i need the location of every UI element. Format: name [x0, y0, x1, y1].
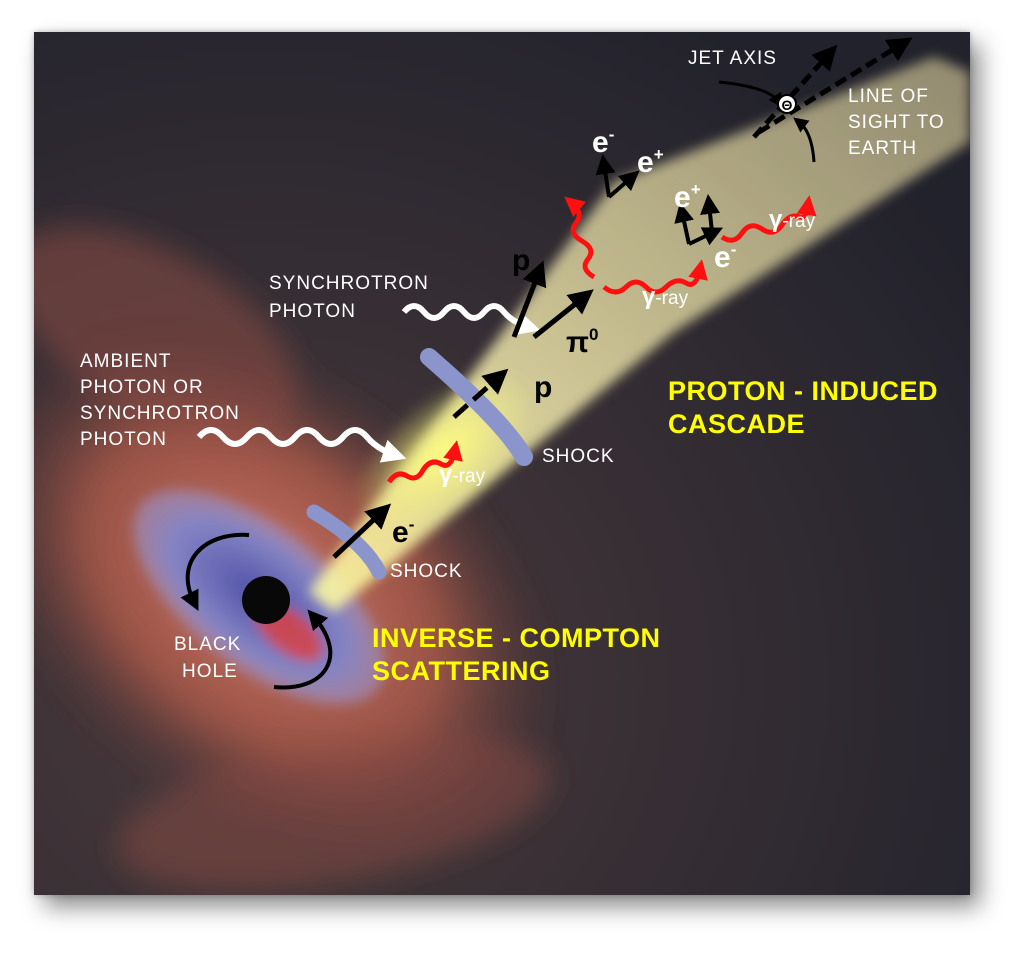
gamma-ray-wave-3 [602, 259, 708, 295]
proton-label-lower: p [534, 371, 552, 404]
electron-label-top: e- [592, 125, 614, 159]
positron-label-mid: e+ [674, 180, 701, 214]
jet-axis-label: JET AXIS [688, 48, 777, 69]
synchrotron-label-2: PHOTON [269, 301, 356, 322]
positron-pair-arrow-1 [607, 170, 640, 199]
gamma-ray-label-2: γ-ray [642, 283, 689, 310]
gamma-ray-label-1: γ-ray [439, 461, 486, 488]
figure-frame: Θ JET AXIS LINE OF SIGHT TO EARTH SYNCHR… [34, 32, 970, 895]
pion-arrow [532, 289, 594, 339]
line-of-sight-pointer [793, 117, 816, 163]
positron-label-top: e+ [637, 145, 664, 179]
electron-pair-arrow-3 [700, 194, 721, 233]
cascade-heading-2: CASCADE [668, 409, 805, 439]
synchrotron-label-1: SYNCHROTRON [269, 273, 429, 294]
electron-arrow [332, 503, 392, 559]
gamma-ray-wave-4 [720, 195, 817, 243]
positron-pair-arrow-2 [674, 202, 694, 245]
black-hole-label-1: BLACK [174, 634, 241, 655]
pion-label: π0 [566, 325, 598, 359]
black-hole [242, 576, 290, 624]
rotation-arrow-left [180, 532, 250, 611]
electron-pair-arrow-2 [688, 227, 724, 246]
electron-label-lower: e- [392, 515, 414, 549]
proton-arrow-lower [452, 368, 509, 419]
shock-upper [420, 348, 533, 466]
gamma-ray-wave-1 [386, 440, 463, 484]
shock-label-lower: SHOCK [390, 561, 463, 582]
ambient-photon-wave [196, 427, 407, 463]
theta-circle [777, 94, 797, 114]
line-of-sight-label-3: EARTH [848, 138, 917, 159]
gamma-ray-label-3: γ-ray [769, 206, 816, 233]
synchrotron-photon-wave [401, 303, 541, 336]
compton-heading-1: INVERSE - COMPTON [372, 623, 661, 653]
ambient-label-2: PHOTON OR [80, 377, 204, 398]
electron-label-mid: e- [714, 240, 736, 274]
theta-label: Θ [782, 97, 793, 113]
particle-arrows [332, 154, 724, 559]
compton-heading-2: SCATTERING [372, 656, 551, 686]
black-hole-label-2: HOLE [182, 661, 238, 682]
proton-arrow-upper [511, 260, 547, 338]
proton-label-upper: p [512, 244, 530, 277]
electron-pair-arrow-1 [595, 154, 616, 198]
cascade-heading-1: PROTON - INDUCED [668, 376, 938, 406]
line-of-sight-line [757, 37, 913, 135]
shock-lower [306, 504, 387, 580]
jet-axis-pointer [718, 80, 784, 109]
ambient-label-4: PHOTON [80, 429, 167, 450]
ambient-label-1: AMBIENT [80, 351, 171, 372]
line-of-sight-label-1: LINE OF [848, 86, 929, 107]
ambient-label-3: SYNCHROTRON [80, 403, 240, 424]
line-of-sight-label-2: SIGHT TO [848, 112, 945, 133]
agn-jet-diagram: Θ JET AXIS LINE OF SIGHT TO EARTH SYNCHR… [34, 32, 970, 895]
shock-label-upper: SHOCK [542, 446, 615, 467]
rotation-arrow-right [273, 609, 333, 690]
gamma-ray-wave-2 [564, 196, 596, 280]
